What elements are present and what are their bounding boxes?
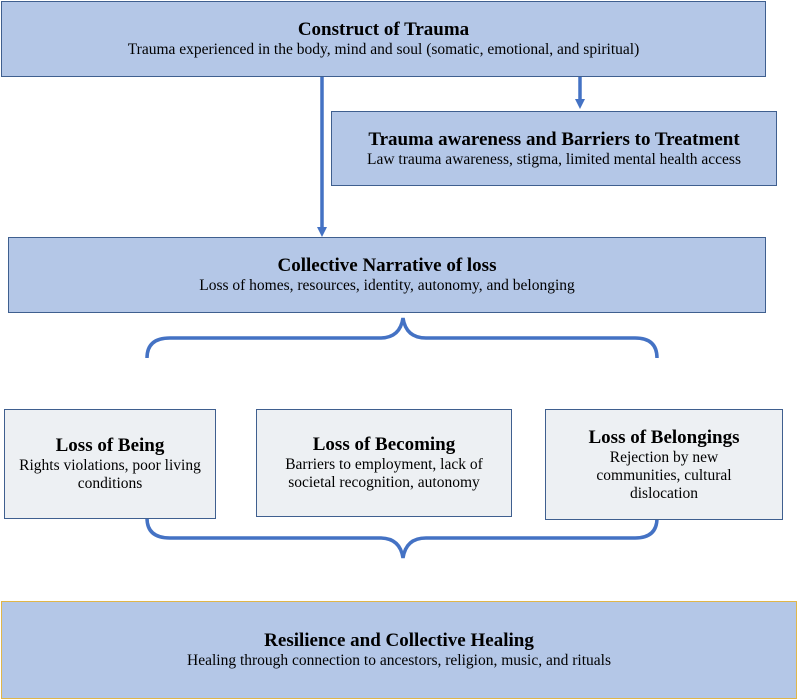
brace-top xyxy=(145,317,659,359)
construct-title: Construct of Trauma xyxy=(297,19,470,40)
construct-box: Construct of Trauma Trauma experienced i… xyxy=(1,1,766,77)
loss-of-belongings-title: Loss of Belongings xyxy=(588,426,740,448)
loss-of-being-box: Loss of Being Rights violations, poor li… xyxy=(4,409,216,519)
resilience-subtitle: Healing through connection to ancestors,… xyxy=(187,652,611,669)
awareness-title: Trauma awareness and Barriers to Treatme… xyxy=(368,128,740,150)
loss-of-belongings-subtitle: Rejection by new communities, cultural d… xyxy=(596,448,732,502)
resilience-box: Resilience and Collective Healing Healin… xyxy=(1,601,797,699)
loss-of-belongings-box: Loss of Belongings Rejection by new comm… xyxy=(545,409,783,520)
awareness-box: Trauma awareness and Barriers to Treatme… xyxy=(331,111,777,186)
narrative-title: Collective Narrative of loss xyxy=(277,255,497,276)
brace-bottom xyxy=(145,517,659,559)
loss-of-becoming-subtitle: Barriers to employment, lack of societal… xyxy=(285,456,483,491)
narrative-subtitle: Loss of homes, resources, identity, auto… xyxy=(199,277,575,294)
loss-of-becoming-box: Loss of Becoming Barriers to employment,… xyxy=(256,409,512,517)
narrative-box: Collective Narrative of loss Loss of hom… xyxy=(8,237,766,313)
awareness-subtitle: Law trauma awareness, stigma, limited me… xyxy=(366,150,741,168)
resilience-title: Resilience and Collective Healing xyxy=(264,630,534,651)
loss-of-becoming-title: Loss of Becoming xyxy=(312,434,456,455)
construct-subtitle: Trauma experienced in the body, mind and… xyxy=(127,41,640,58)
loss-of-being-subtitle: Rights violations, poor living condition… xyxy=(19,457,201,492)
loss-of-being-title: Loss of Being xyxy=(55,435,165,456)
